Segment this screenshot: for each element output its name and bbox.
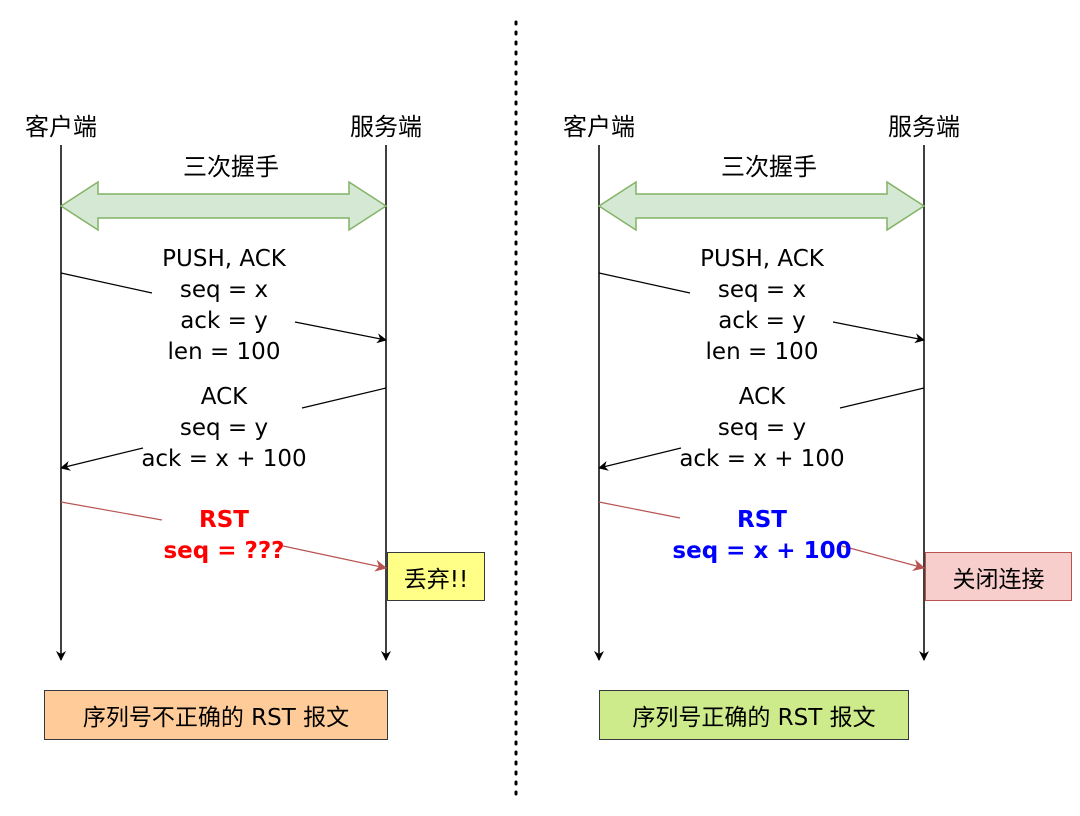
- right-caption: 序列号正确的 RST 报文: [599, 690, 909, 740]
- push-flags: PUSH, ACK: [162, 246, 286, 272]
- right-rst-line-a: [598, 501, 681, 519]
- right-server-label: 服务端: [888, 113, 960, 141]
- right-push-line-a: [598, 272, 691, 294]
- left-rst-line-b: [282, 545, 388, 572]
- ack-seq: seq = y: [179, 415, 269, 441]
- left-caption: 序列号不正确的 RST 报文: [44, 690, 388, 740]
- discard-note: 丢弃!!: [387, 552, 485, 601]
- left-handshake-label: 三次握手: [183, 153, 279, 181]
- left-push-line-b: [294, 321, 387, 344]
- right-ack-line-b: [598, 447, 682, 471]
- push-len: len = 100: [705, 339, 819, 365]
- left-ack-message: ACK seq = y ack = x + 100: [141, 382, 306, 475]
- left-panel-graphics: [56, 145, 391, 661]
- ack-flags: ACK: [200, 384, 248, 410]
- left-ack-line-a: [301, 387, 387, 409]
- rst-flag: RST: [199, 507, 249, 533]
- right-handshake-arrow: [597, 180, 926, 232]
- left-handshake-arrow: [59, 180, 388, 232]
- rst-seq: seq = x + 100: [672, 538, 852, 564]
- push-seq: seq = x: [717, 277, 807, 303]
- left-rst-message: RST seq = ???: [163, 505, 284, 567]
- left-push-message: PUSH, ACK seq = x ack = y len = 100: [162, 244, 286, 368]
- left-server-label: 服务端: [350, 113, 422, 141]
- left-ack-line-b: [60, 447, 144, 471]
- right-rst-line-b: [841, 545, 926, 571]
- push-ack: ack = y: [718, 308, 806, 334]
- left-push-line-a: [60, 272, 153, 294]
- right-panel-graphics: [594, 145, 929, 661]
- right-push-message: PUSH, ACK seq = x ack = y len = 100: [700, 244, 824, 368]
- push-ack: ack = y: [180, 308, 268, 334]
- left-client-label: 客户端: [25, 113, 97, 141]
- ack-ack: ack = x + 100: [141, 446, 307, 472]
- right-push-line-b: [832, 321, 925, 344]
- ack-flags: ACK: [738, 384, 786, 410]
- ack-seq: seq = y: [717, 415, 807, 441]
- rst-seq: seq = ???: [163, 538, 285, 564]
- ack-ack: ack = x + 100: [679, 446, 845, 472]
- rst-flag: RST: [737, 507, 787, 533]
- push-flags: PUSH, ACK: [700, 246, 824, 272]
- right-handshake-label: 三次握手: [721, 153, 817, 181]
- right-client-label: 客户端: [563, 113, 635, 141]
- right-ack-message: ACK seq = y ack = x + 100: [679, 382, 844, 475]
- push-len: len = 100: [167, 339, 281, 365]
- left-rst-line-a: [60, 501, 163, 521]
- right-ack-line-a: [839, 387, 925, 409]
- push-seq: seq = x: [179, 277, 269, 303]
- right-rst-message: RST seq = x + 100: [672, 505, 851, 567]
- close-connection-note: 关闭连接: [925, 552, 1072, 601]
